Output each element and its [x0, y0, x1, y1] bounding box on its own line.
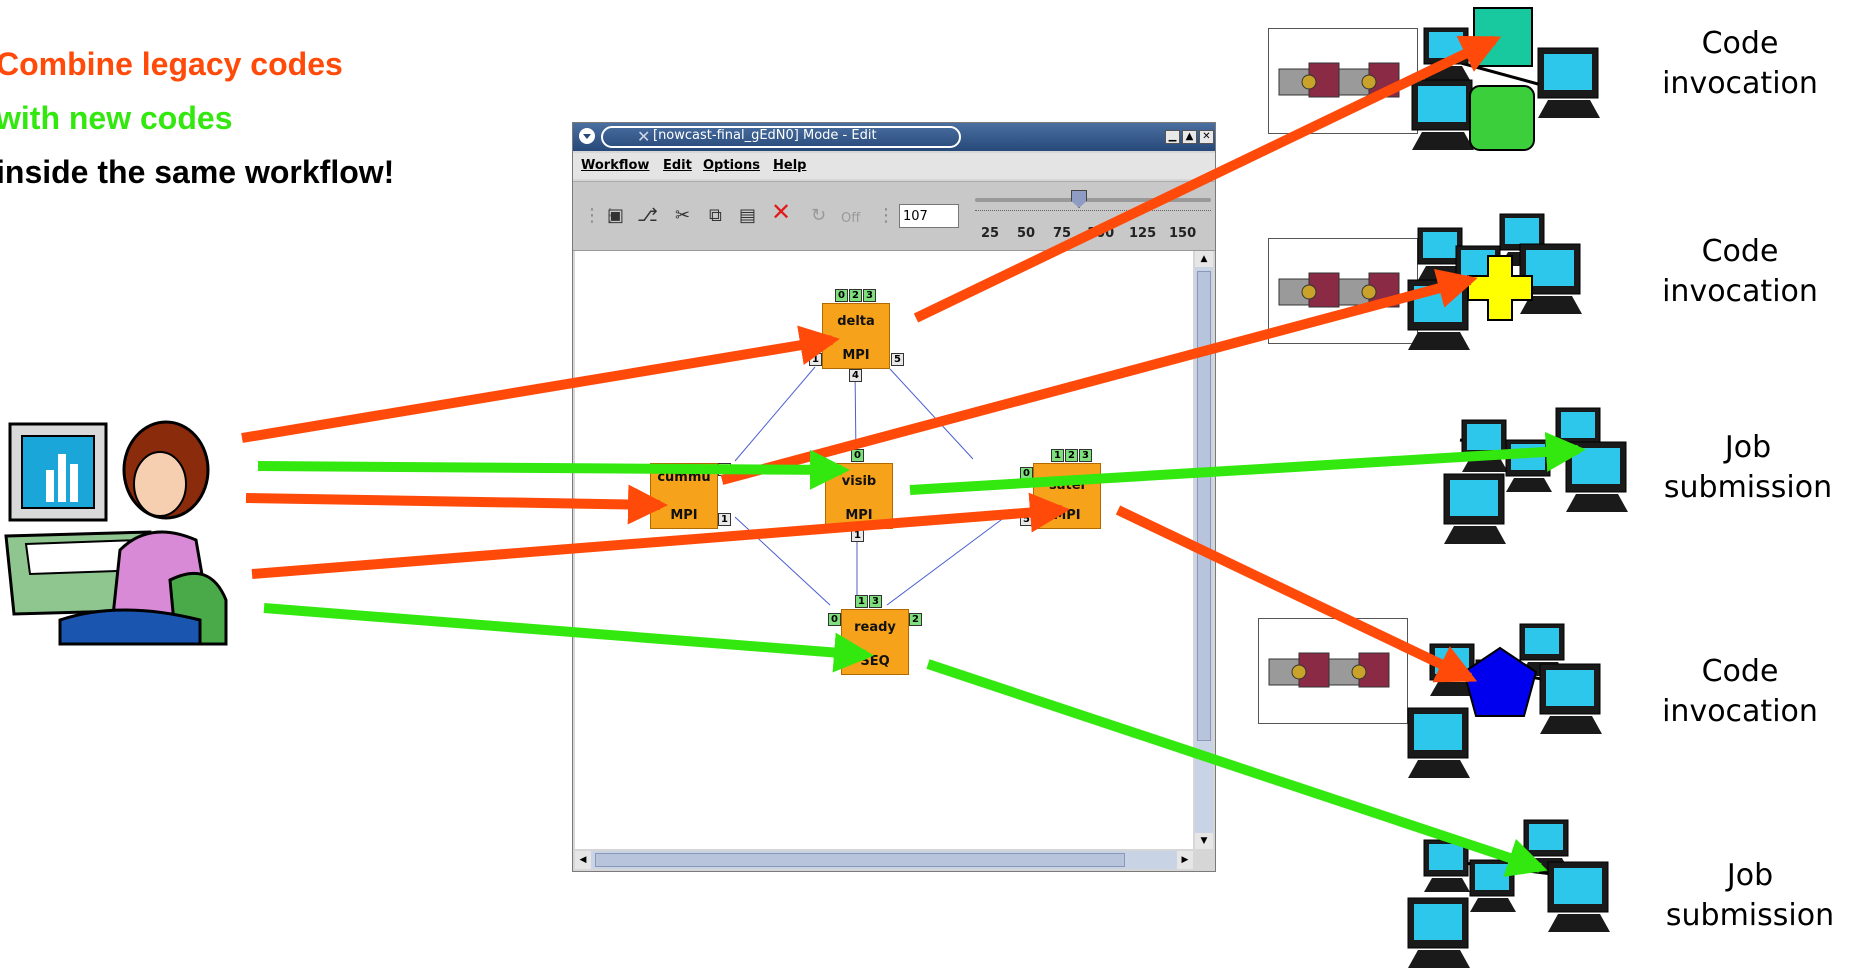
horizontal-scrollbar[interactable]: ◀ ▶ [575, 851, 1193, 869]
window-menu-icon[interactable] [579, 128, 595, 144]
scale-tick: 50 [1017, 226, 1036, 241]
green-arrow [926, 659, 1548, 877]
paste-icon[interactable]: ▤ [739, 205, 757, 226]
workflow-editor-window: ✕ [nowcast-final_gEdN0] Mode - Edit ▁ ▲ … [572, 122, 1216, 872]
scale-tick: 150 [1169, 226, 1197, 241]
menu-workflow[interactable]: Workflow [581, 158, 650, 173]
horizontal-scroll-thumb[interactable] [595, 853, 1125, 867]
scale-tick: 75 [1053, 226, 1072, 241]
port-delta-in[interactable]: 2 [849, 289, 862, 302]
scroll-up-icon[interactable]: ▲ [1195, 251, 1213, 267]
node-type: MPI [845, 508, 873, 523]
menu-edit[interactable]: Edit [663, 158, 692, 173]
headline-new: with new codes [0, 100, 233, 136]
workflow-canvas[interactable]: delta MPI cummu MPI visib MPI satel MPI … [575, 251, 1193, 849]
port-ready[interactable]: 0 [828, 613, 841, 626]
menu-options[interactable]: Options [703, 158, 760, 173]
port-delta-out[interactable]: 5 [891, 353, 904, 366]
port-cummu[interactable]: 1 [718, 513, 731, 526]
menubar: Workflow Edit Options Help [573, 153, 1215, 179]
scale-tick: 125 [1129, 226, 1157, 241]
node-type: MPI [670, 508, 698, 523]
port-ready-in[interactable]: 1 [855, 595, 868, 608]
zoom-slider-track[interactable] [975, 198, 1211, 202]
copy-icon[interactable]: ⧉ [709, 205, 722, 226]
headline-legacy: Combine legacy codes [0, 46, 343, 82]
user-at-computer-icon [4, 420, 228, 646]
zoom-slider-thumb[interactable] [1071, 190, 1087, 208]
green-arrow [257, 449, 850, 490]
red-arrow [1115, 505, 1478, 683]
window-title: [nowcast-final_gEdN0] Mode - Edit [653, 128, 877, 143]
red-arrow [913, 35, 1502, 323]
maximize-icon[interactable]: ▲ [1182, 130, 1197, 144]
red-arrow [241, 325, 840, 443]
close-icon[interactable]: ✕ [1199, 130, 1214, 144]
scroll-down-icon[interactable]: ▼ [1195, 833, 1213, 849]
port-satel-in[interactable]: 2 [1065, 449, 1078, 462]
off-toggle[interactable]: Off [841, 211, 861, 226]
port-delta-in[interactable]: 0 [835, 289, 848, 302]
red-arrow [245, 484, 668, 525]
node-name: visib [841, 474, 877, 489]
red-arrow [251, 492, 1070, 579]
x-window-icon: ✕ [637, 127, 651, 146]
toolbar: ⋮⋮ ▣ ⎇ ✂ ⧉ ▤ ✕ ↻ Off ⋮⋮ 25 50 75 100 125… [573, 181, 1215, 251]
node-type: MPI [842, 348, 870, 363]
zoom-slider-scale [975, 210, 1211, 215]
node-name: delta [837, 314, 875, 329]
minimize-icon[interactable]: ▁ [1165, 130, 1180, 144]
menu-help[interactable]: Help [773, 158, 807, 173]
port-satel-in[interactable]: 3 [1079, 449, 1092, 462]
zoom-input[interactable] [899, 204, 959, 228]
title-pill [601, 126, 961, 148]
scroll-left-icon[interactable]: ◀ [575, 851, 591, 869]
headline-same-workflow: inside the same workflow! [0, 154, 395, 190]
port-satel-in[interactable]: 1 [1051, 449, 1064, 462]
scale-tick: 25 [981, 226, 1000, 241]
red-arrow [720, 268, 1478, 485]
port-visib[interactable]: 0 [851, 449, 864, 462]
port-ready[interactable]: 2 [909, 613, 922, 626]
port-link-icon[interactable]: ⎇ [637, 205, 658, 226]
toolbar-grip-icon: ⋮⋮ [583, 205, 619, 226]
refresh-icon[interactable]: ↻ [811, 205, 827, 226]
green-arrow [909, 431, 1586, 495]
port-delta-in[interactable]: 3 [863, 289, 876, 302]
port-ready-in[interactable]: 3 [869, 595, 882, 608]
delete-icon[interactable]: ✕ [771, 198, 792, 226]
port-delta-out[interactable]: 4 [849, 369, 862, 382]
vertical-scroll-thumb[interactable] [1197, 271, 1211, 741]
new-job-icon[interactable]: ▣ [607, 205, 625, 226]
node-name: ready [854, 620, 896, 635]
cut-icon[interactable]: ✂ [675, 205, 691, 226]
scroll-right-icon[interactable]: ▶ [1177, 851, 1193, 869]
window-titlebar[interactable]: ✕ [nowcast-final_gEdN0] Mode - Edit ▁ ▲ … [573, 123, 1215, 151]
green-arrow [263, 603, 874, 673]
